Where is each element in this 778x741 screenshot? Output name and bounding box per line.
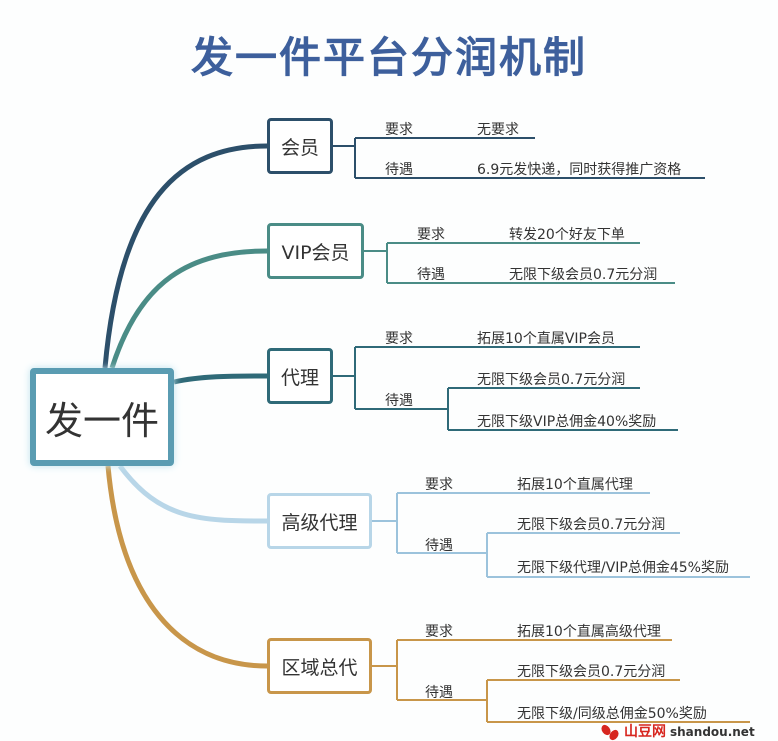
label-requirement: 要求 <box>385 331 413 347</box>
page-title: 发一件平台分润机制 <box>190 33 587 82</box>
node-member: 会员 <box>267 118 333 174</box>
requirement-text: 拓展10个直属VIP会员 <box>477 331 615 347</box>
node-vip: VIP会员 <box>267 223 364 279</box>
link-region <box>105 465 268 669</box>
watermark: 山豆网 shandou.net <box>600 724 778 741</box>
requirement-text: 无要求 <box>477 122 519 138</box>
link-vip <box>109 248 268 369</box>
root-node: 发一件 <box>30 368 174 466</box>
label-benefit: 待遇 <box>385 162 413 178</box>
benefit-text: 无限下级VIP总佣金40%奖励 <box>477 414 657 430</box>
benefit-text: 无限下级会员0.7元分润 <box>517 517 666 533</box>
bracket-region <box>372 639 750 723</box>
link-member <box>102 143 268 369</box>
label-benefit: 待遇 <box>425 538 453 554</box>
requirement-text: 转发20个好友下单 <box>509 227 625 243</box>
requirement-text: 拓展10个直属代理 <box>517 477 633 493</box>
watermark-url: shandou.net <box>670 725 755 739</box>
benefit-text: 无限下级/同级总佣金50%奖励 <box>517 706 707 722</box>
node-regional-agent: 区域总代 <box>267 638 372 694</box>
benefit-text: 6.9元发快递，同时获得推广资格 <box>477 162 682 178</box>
benefit-text: 无限下级代理/VIP总佣金45%奖励 <box>517 560 729 576</box>
bean-logo-icon <box>601 724 619 741</box>
link-agent <box>173 373 268 385</box>
requirement-text: 拓展10个直属高级代理 <box>517 624 661 640</box>
benefit-text: 无限下级会员0.7元分润 <box>477 372 626 388</box>
bracket-agent <box>333 346 678 431</box>
label-requirement: 要求 <box>425 477 453 493</box>
node-senior-agent: 高级代理 <box>267 493 372 549</box>
label-benefit: 待遇 <box>417 267 445 283</box>
watermark-name: 山豆网 <box>624 724 666 740</box>
label-requirement: 要求 <box>425 624 453 640</box>
label-requirement: 要求 <box>385 122 413 138</box>
label-requirement: 要求 <box>417 227 445 243</box>
benefit-text: 无限下级会员0.7元分润 <box>509 267 658 283</box>
label-benefit: 待遇 <box>425 685 453 701</box>
benefit-text: 无限下级会员0.7元分润 <box>517 664 666 680</box>
node-agent: 代理 <box>267 348 333 404</box>
link-senior <box>117 464 268 524</box>
label-benefit: 待遇 <box>385 393 413 409</box>
bracket-member <box>333 137 705 179</box>
bracket-senior <box>372 492 750 578</box>
bracket-vip <box>364 242 675 284</box>
